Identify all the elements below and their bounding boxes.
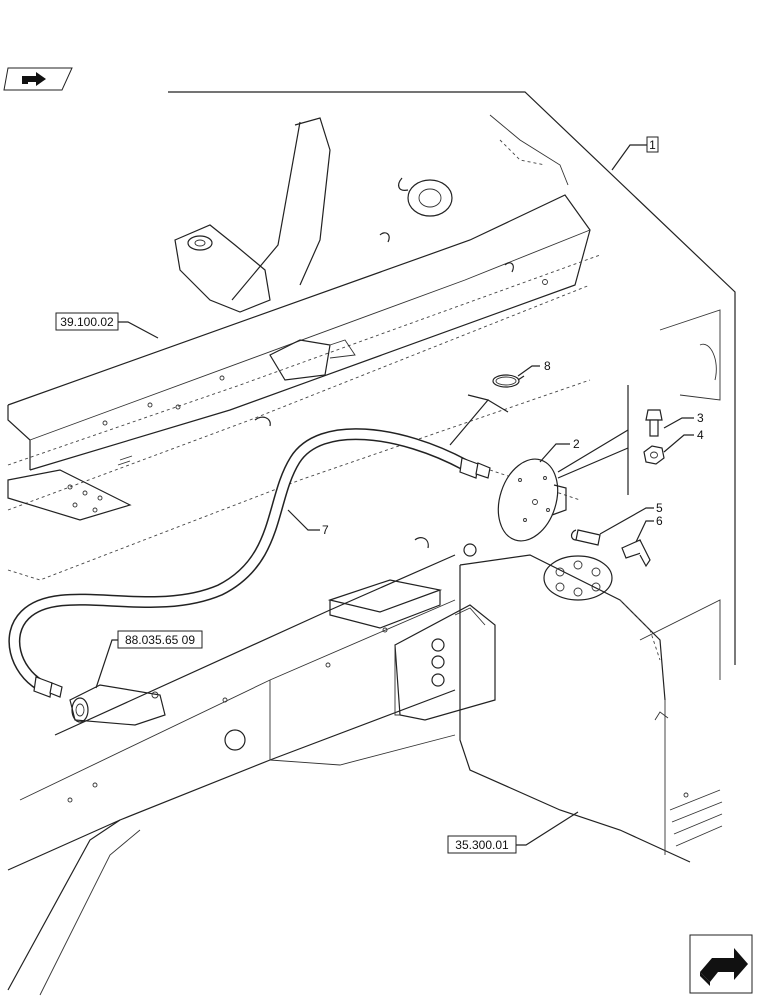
group-brackets xyxy=(449,385,629,495)
bolt xyxy=(645,409,663,437)
assembly-boundary xyxy=(168,91,736,665)
next-page-icon[interactable] xyxy=(689,934,753,994)
hose-clamp xyxy=(492,374,525,388)
pin xyxy=(621,539,651,568)
callout-2: 2 xyxy=(573,437,580,451)
page-turn-icon[interactable] xyxy=(3,67,73,91)
reference-35-300-01[interactable]: 35.300.01 xyxy=(447,835,517,854)
callout-1: 1 xyxy=(646,136,659,153)
svg-text:35.300.01: 35.300.01 xyxy=(455,838,509,852)
callout-7: 7 xyxy=(322,523,329,537)
svg-text:39.100.02: 39.100.02 xyxy=(60,315,114,329)
reference-39-100-02[interactable]: 39.100.02 xyxy=(55,312,119,331)
hydraulic-tank xyxy=(459,554,723,863)
callout-8: 8 xyxy=(544,359,551,373)
hose-assembly xyxy=(8,428,491,698)
callout-4: 4 xyxy=(697,428,704,442)
callout-6: 6 xyxy=(656,514,663,528)
svg-text:1: 1 xyxy=(649,138,656,152)
nut xyxy=(643,445,665,465)
leader-lines xyxy=(95,144,694,846)
lower-frame xyxy=(7,537,477,996)
upper-frame xyxy=(7,114,601,581)
callout-5: 5 xyxy=(656,501,663,515)
centerline xyxy=(489,469,581,501)
svg-text:88.035.65 09: 88.035.65 09 xyxy=(125,633,195,647)
reference-88-035-65-09[interactable]: 88.035.65 09 xyxy=(117,630,203,649)
right-structure xyxy=(639,309,721,680)
disc-plate xyxy=(497,458,567,542)
callout-3: 3 xyxy=(697,411,704,425)
hose-port xyxy=(69,684,166,726)
mounting-plate xyxy=(394,604,496,721)
stud xyxy=(570,529,601,546)
